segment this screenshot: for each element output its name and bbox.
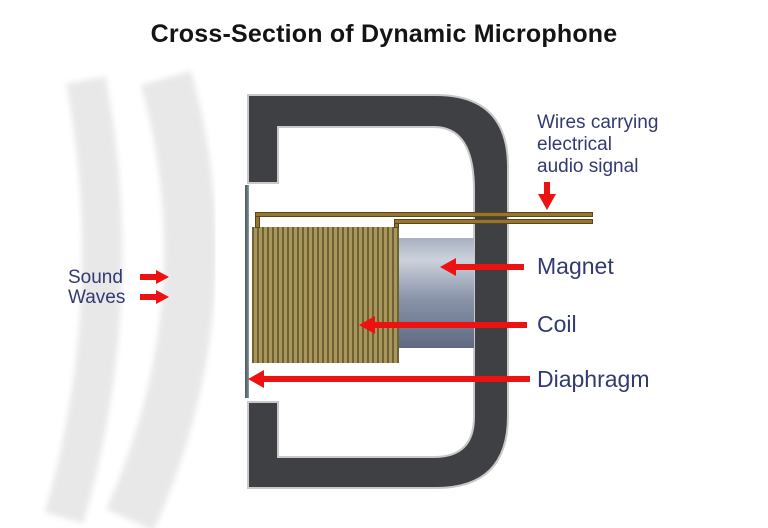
wires-label-line2: electrical <box>537 134 612 155</box>
wires-label: Wires carrying electrical audio signal <box>537 112 658 178</box>
sound-waves-label-line1: Sound <box>68 267 123 288</box>
sound-wave-arc-outer <box>106 71 216 528</box>
magnet-shape <box>396 238 474 348</box>
sound-waves-label-line2: Waves <box>68 287 126 308</box>
coil-label: Coil <box>537 311 577 337</box>
sound-arrow-2-shaft <box>140 294 157 300</box>
wires-arrow-shaft <box>544 182 550 196</box>
diaphragm-label: Diaphragm <box>537 366 650 392</box>
microphone-housing <box>247 94 509 489</box>
diaphragm-shape <box>245 185 249 398</box>
coil-shape <box>252 227 399 363</box>
magnet-label: Magnet <box>537 253 614 279</box>
coil-arrow-shaft <box>373 322 527 328</box>
wires-arrowhead <box>538 194 556 210</box>
sound-wave-arcs <box>44 71 216 528</box>
wires-label-line1: Wires carrying <box>537 112 659 133</box>
wire-upper <box>255 212 593 217</box>
sound-waves-label: Sound Waves <box>68 268 125 308</box>
coil-arrowhead <box>359 316 375 334</box>
sound-arrow-2-head <box>156 290 169 304</box>
sound-arrow-1-shaft <box>140 274 157 280</box>
wires-label-line3: audio signal <box>537 156 639 177</box>
diaphragm-arrowhead <box>248 370 264 388</box>
sound-arrow-1-head <box>156 270 169 284</box>
wire-lower <box>394 219 593 224</box>
diagram-title: Cross-Section of Dynamic Microphone <box>150 20 618 48</box>
sound-wave-arc-inner <box>44 76 123 524</box>
diaphragm-arrow-shaft <box>262 376 530 382</box>
magnet-arrowhead <box>440 258 456 276</box>
magnet-arrow-shaft <box>454 264 524 270</box>
